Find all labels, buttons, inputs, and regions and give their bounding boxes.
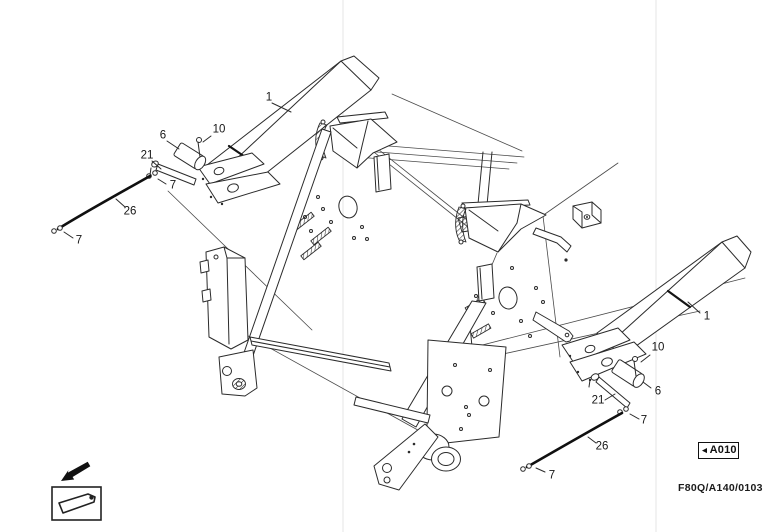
ref-box-label: A010 — [709, 444, 737, 456]
ref-box-a010[interactable]: ◄ A010 — [698, 442, 739, 459]
right-leader-lines — [535, 301, 701, 473]
right-lower-plate — [353, 339, 507, 491]
callout-right-part-10[interactable]: 10 — [651, 341, 665, 354]
callout-right-part-26[interactable]: 26 — [595, 440, 609, 453]
callout-left-part-7-lower[interactable]: 7 — [75, 234, 83, 247]
scan-artifact-lines — [342, 0, 657, 532]
callout-left-part-26[interactable]: 26 — [123, 205, 137, 218]
direction-arrow-icon — [61, 461, 91, 481]
callout-left-part-7-upper[interactable]: 7 — [169, 179, 177, 192]
right-chain-part-26 — [520, 411, 624, 472]
knife-blade-icon — [58, 493, 96, 514]
left-cotter-pin-part-10 — [196, 137, 202, 158]
right-hook-part-21 — [588, 373, 631, 409]
figure-code: F80Q/A140/0103 — [678, 482, 763, 494]
callout-right-part-7-lower[interactable]: 7 — [548, 469, 556, 482]
callout-right-part-21[interactable]: 21 — [591, 394, 605, 407]
left-chain-part-26 — [51, 174, 152, 234]
callout-left-part-6[interactable]: 6 — [159, 129, 167, 142]
callout-left-part-1[interactable]: 1 — [265, 91, 273, 104]
left-channel-bracket — [199, 246, 249, 350]
right-beam-bracket — [561, 327, 647, 382]
left-pin-part-6 — [173, 142, 207, 171]
right-beam-part-1 — [596, 235, 752, 357]
right-cotter-pin-part-10 — [632, 356, 638, 377]
callout-right-part-1[interactable]: 1 — [703, 310, 711, 323]
callout-left-part-21[interactable]: 21 — [140, 149, 154, 162]
left-beam-bracket — [197, 152, 281, 206]
right-pin-part-6 — [611, 359, 645, 388]
left-leader-lines — [63, 102, 292, 239]
left-mast — [218, 128, 332, 397]
callout-right-part-7-upper[interactable]: 7 — [640, 414, 648, 427]
callout-right-part-6[interactable]: 6 — [654, 385, 662, 398]
left-bottom-beam — [249, 336, 392, 372]
legend-box — [51, 486, 102, 521]
callout-left-part-10[interactable]: 10 — [212, 123, 226, 136]
right-frame-panel — [447, 162, 746, 367]
blade-pivot-dot — [89, 495, 94, 500]
right-assembly-drawing — [353, 151, 752, 491]
ref-box-left-triangle-icon: ◄ — [700, 445, 709, 456]
